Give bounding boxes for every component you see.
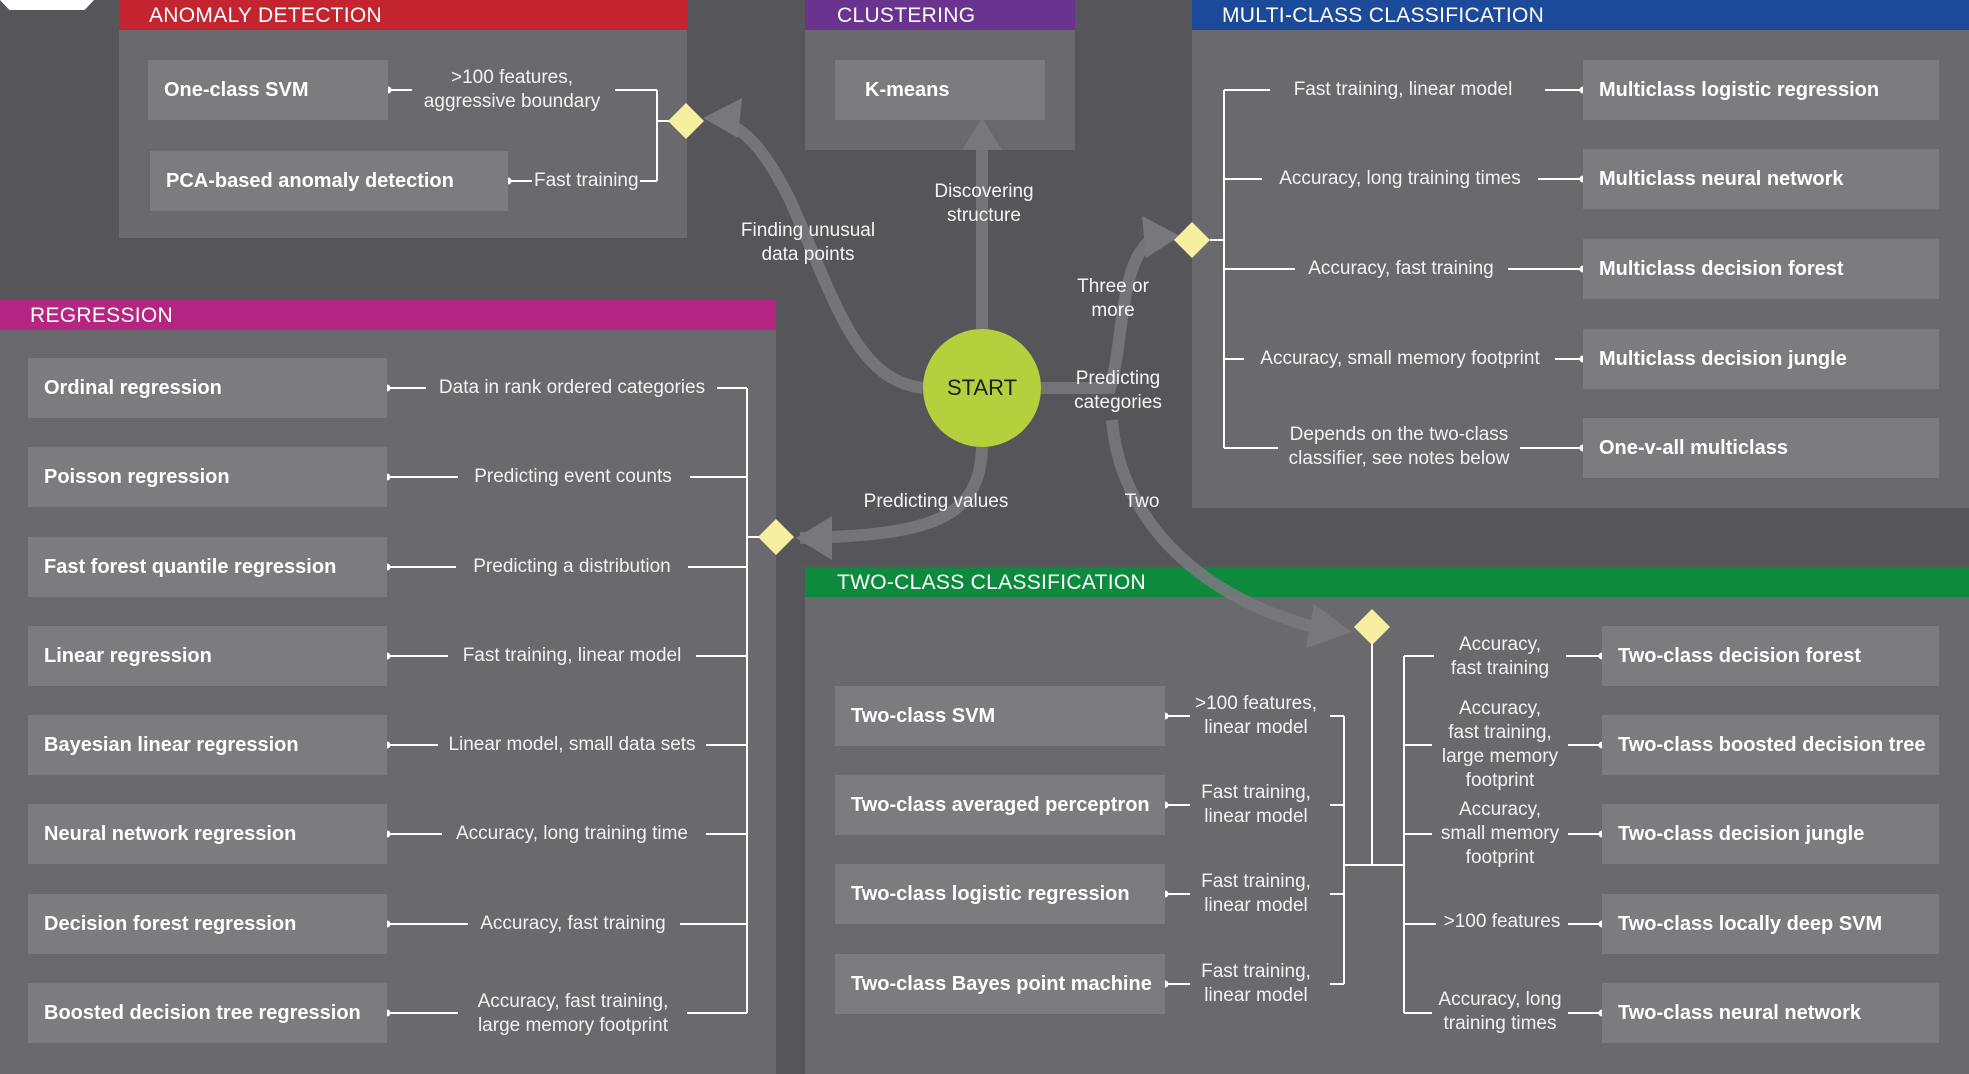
algorithm-two-class-bayes-point-machine[interactable]: Two-class Bayes point machine <box>835 954 1165 1014</box>
algorithm-pca-anomaly[interactable]: PCA-based anomaly detection <box>150 151 508 211</box>
regression-header: REGRESSION <box>0 300 776 330</box>
algorithm-two-class-neural-network[interactable]: Two-class neural network <box>1602 983 1939 1043</box>
criterion-label: Predicting event counts <box>474 466 672 487</box>
algorithm-neural-network-regression[interactable]: Neural network regression <box>28 804 387 864</box>
algorithm-one-v-all-multiclass[interactable]: One-v-all multiclass <box>1583 418 1939 478</box>
algorithm-k-means[interactable]: K-means <box>835 60 1045 120</box>
anomaly-decision-diamond <box>668 103 704 139</box>
flow-label-finding-unusual: Finding unusual data points <box>741 219 875 267</box>
criterion-label: Linear model, small data sets <box>448 734 696 755</box>
criterion-label: Accuracy, fast training, large memory fo… <box>1441 698 1559 791</box>
flow-label-text: Finding unusual data points <box>740 220 876 265</box>
criterion-label: Accuracy, small memory footprint <box>1440 799 1560 868</box>
regression-decision-diamond <box>758 519 794 555</box>
criterion-label: Data in rank ordered categories <box>438 377 706 398</box>
start-node: START <box>923 329 1041 447</box>
criterion-label: Fast training, linear model <box>1293 79 1513 100</box>
algorithm-two-class-svm[interactable]: Two-class SVM <box>835 686 1165 746</box>
algorithm-two-class-locally-deep-svm[interactable]: Two-class locally deep SVM <box>1602 894 1939 954</box>
criterion-label: Accuracy, fast training <box>480 913 666 934</box>
criterion-label: Accuracy, fast training, large memory fo… <box>477 991 669 1036</box>
criterion-label: >100 features <box>1443 911 1561 932</box>
flow-label-text: Discovering structure <box>934 181 1034 226</box>
criterion-label: Accuracy, small memory footprint <box>1260 348 1540 369</box>
arrow-to-regression <box>799 446 988 544</box>
arrow-to-anomaly <box>717 114 924 394</box>
multiclass-decision-diamond <box>1174 222 1210 258</box>
algorithm-one-class-svm[interactable]: One-class SVM <box>148 60 388 120</box>
multiclass-header: MULTI-CLASS CLASSIFICATION <box>1192 0 1969 30</box>
criterion-label: Fast training, linear model <box>1201 961 1311 1006</box>
criterion-label: Fast training, linear model <box>462 645 682 666</box>
flow-label-predicting-categories: Predicting categories <box>1074 367 1162 415</box>
algorithm-poisson-regression[interactable]: Poisson regression <box>28 447 387 507</box>
twoclass-decision-diamond <box>1354 609 1390 645</box>
algorithm-multiclass-decision-forest[interactable]: Multiclass decision forest <box>1583 239 1939 299</box>
criterion-label: Predicting a distribution <box>473 556 671 577</box>
algorithm-two-class-averaged-perceptron[interactable]: Two-class averaged perceptron <box>835 775 1165 835</box>
algorithm-fast-forest-quantile-regression[interactable]: Fast forest quantile regression <box>28 537 387 597</box>
criterion-label: >100 features, linear model <box>1194 693 1318 738</box>
algorithm-decision-forest-regression[interactable]: Decision forest regression <box>28 894 387 954</box>
algorithm-two-class-boosted-decision-tree[interactable]: Two-class boosted decision tree <box>1602 715 1939 775</box>
criterion-label: Depends on the two-class classifier, see… <box>1288 424 1510 469</box>
flow-label-three-or-more: Three or more <box>1077 275 1149 323</box>
algorithm-two-class-decision-jungle[interactable]: Two-class decision jungle <box>1602 804 1939 864</box>
flow-label-predicting-values: Predicting values <box>863 491 1009 512</box>
algorithm-multiclass-decision-jungle[interactable]: Multiclass decision jungle <box>1583 329 1939 389</box>
anomaly-header: ANOMALY DETECTION <box>119 0 687 30</box>
criterion-label: Accuracy, long training times <box>1438 989 1562 1034</box>
twoclass-header: TWO-CLASS CLASSIFICATION <box>805 567 1969 597</box>
corner-tab <box>0 0 94 10</box>
criterion-label: Fast training, linear model <box>1201 871 1311 916</box>
algorithm-two-class-logistic-regression[interactable]: Two-class logistic regression <box>835 864 1165 924</box>
criterion-label: Accuracy, long training time <box>456 823 688 844</box>
algorithm-ordinal-regression[interactable]: Ordinal regression <box>28 358 387 418</box>
criterion-label: Fast training <box>534 170 639 191</box>
flow-label-discovering: Discovering structure <box>934 180 1033 228</box>
algorithm-boosted-decision-tree-regression[interactable]: Boosted decision tree regression <box>28 983 387 1043</box>
algorithm-bayesian-linear-regression[interactable]: Bayesian linear regression <box>28 715 387 775</box>
algorithm-linear-regression[interactable]: Linear regression <box>28 626 387 686</box>
flow-label-two: Two <box>1124 491 1160 512</box>
clustering-header: CLUSTERING <box>805 0 1075 30</box>
criterion-label: Accuracy, long training times <box>1279 168 1521 189</box>
criterion-label: Accuracy, fast training <box>1450 634 1550 679</box>
algorithm-multiclass-logistic-regression[interactable]: Multiclass logistic regression <box>1583 60 1939 120</box>
criterion-label: >100 features, aggressive boundary <box>423 67 601 112</box>
flow-label-text: Predicting categories <box>1074 368 1162 413</box>
criterion-label: Accuracy, fast training <box>1308 258 1494 279</box>
arrow-to-twoclass <box>1106 419 1327 636</box>
criterion-label: Fast training, linear model <box>1201 782 1311 827</box>
flow-label-text: Three or more <box>1077 276 1149 321</box>
algorithm-two-class-decision-forest[interactable]: Two-class decision forest <box>1602 626 1939 686</box>
algorithm-multiclass-neural-network[interactable]: Multiclass neural network <box>1583 149 1939 209</box>
